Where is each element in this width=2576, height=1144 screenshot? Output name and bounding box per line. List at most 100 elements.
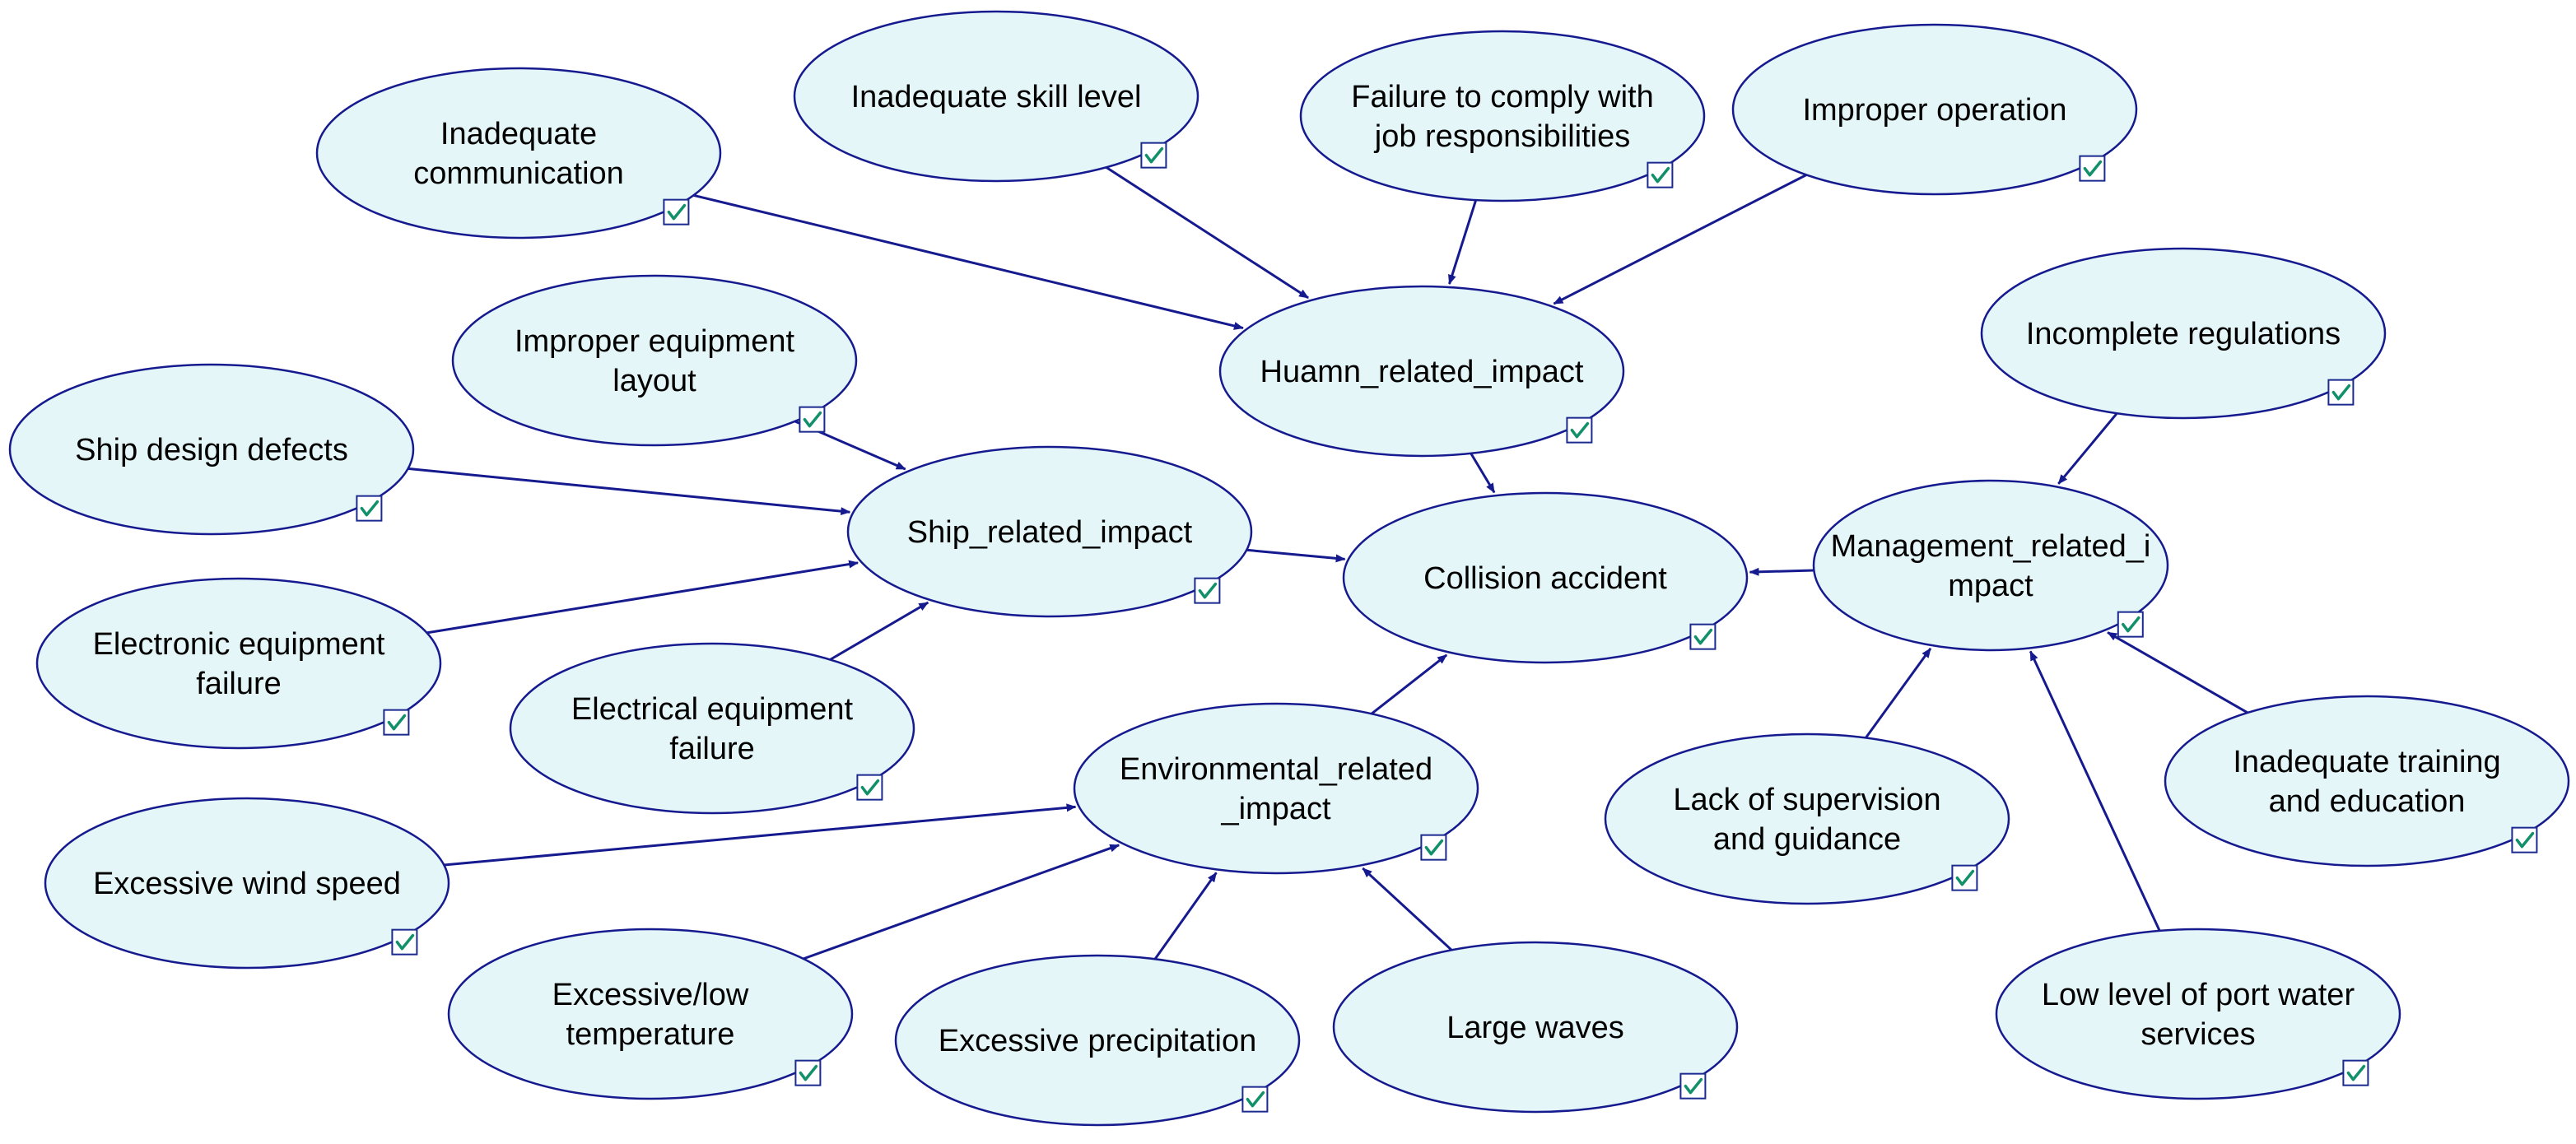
- node-temperature[interactable]: Excessive/low temperature: [447, 928, 854, 1100]
- node-label-line: Large waves: [1446, 1011, 1623, 1045]
- edge-waves-to-environmental: [1362, 867, 1453, 951]
- edge-lack_supervision-to-management: [1865, 648, 1932, 739]
- edge-skill-to-human: [1105, 166, 1309, 300]
- checkbox-checked-icon[interactable]: [2327, 379, 2355, 406]
- node-ellipse: [2164, 695, 2570, 867]
- node-waves[interactable]: Large waves: [1332, 941, 1739, 1114]
- node-ellipse: [44, 797, 450, 970]
- node-ellipse: [894, 954, 1301, 1127]
- checkbox-checked-icon[interactable]: [2511, 826, 2538, 853]
- edge-port_water-to-management: [2029, 650, 2161, 932]
- node-label-line: Electrical equipment: [571, 692, 854, 727]
- node-label-line: Inadequate: [440, 117, 597, 151]
- node-ellipse: [1342, 491, 1749, 664]
- edge-improper_op-to-human: [1553, 174, 1807, 305]
- node-label-line: job responsibilities: [1374, 119, 1631, 154]
- checkbox-checked-icon[interactable]: [2342, 1059, 2369, 1086]
- node-label-line: and guidance: [1713, 822, 1901, 857]
- edge-human-to-collision: [1470, 453, 1496, 494]
- checkbox-checked-icon[interactable]: [1689, 623, 1717, 650]
- edge-precipitation-to-environmental: [1153, 872, 1218, 960]
- node-label-line: and education: [2269, 784, 2466, 819]
- node-ellipse: [1218, 285, 1625, 458]
- checkbox-checked-icon[interactable]: [356, 495, 383, 522]
- node-label-line: Environmental_related: [1120, 752, 1432, 787]
- edge-incomplete_reg-to-management: [2057, 412, 2118, 485]
- node-label-line: Excessive/low: [552, 978, 749, 1012]
- checkbox-checked-icon[interactable]: [391, 928, 418, 956]
- node-label-line: mpact: [1948, 569, 2033, 603]
- node-label-line: Huamn_related_impact: [1260, 355, 1584, 389]
- node-label-line: Excessive precipitation: [939, 1024, 1257, 1058]
- edge-electronic-to-ship: [426, 560, 859, 635]
- checkbox-checked-icon[interactable]: [1647, 161, 1674, 188]
- node-ship[interactable]: Ship_related_impact: [846, 445, 1253, 618]
- node-label-line: Collision accident: [1423, 561, 1667, 596]
- node-ellipse: [35, 577, 442, 750]
- edge-ship-to-collision: [1246, 548, 1346, 563]
- node-ellipse: [846, 445, 1253, 618]
- edge-environmental-to-collision: [1370, 653, 1448, 715]
- checkbox-checked-icon[interactable]: [1951, 864, 1978, 891]
- node-label-line: Lack of supervision: [1673, 783, 1940, 817]
- edge-electrical-to-ship: [829, 601, 929, 661]
- edge-inadequate_comm-to-human: [693, 193, 1244, 330]
- edge-wind-to-environmental: [444, 803, 1077, 867]
- checkbox-checked-icon[interactable]: [663, 198, 690, 226]
- node-precipitation[interactable]: Excessive precipitation: [894, 954, 1301, 1127]
- node-port-water[interactable]: Low level of port water services: [1995, 928, 2401, 1100]
- nodes-layer: Inadequate communication Inadequate skill …: [8, 10, 2570, 1127]
- node-label-line: temperature: [566, 1017, 735, 1052]
- node-skill[interactable]: Inadequate skill level: [793, 10, 1199, 183]
- node-ellipse: [1604, 732, 2010, 905]
- node-ellipse: [1731, 23, 2138, 196]
- checkbox-checked-icon[interactable]: [1241, 1086, 1269, 1113]
- node-ellipse: [1980, 247, 2387, 420]
- checkbox-checked-icon[interactable]: [799, 406, 826, 433]
- node-ellipse: [8, 363, 415, 536]
- node-label-line: Improper equipment: [515, 324, 795, 359]
- node-ship-design[interactable]: Ship design defects: [8, 363, 415, 536]
- node-label-line: layout: [613, 364, 696, 398]
- checkbox-checked-icon[interactable]: [1420, 834, 1447, 861]
- node-management[interactable]: Management_related_impact: [1812, 479, 2169, 652]
- node-label-line: services: [2140, 1017, 2255, 1052]
- edge-management-to-collision: [1749, 567, 1814, 576]
- node-improper-op[interactable]: Improper operation: [1731, 23, 2138, 196]
- node-label-line: Ship design defects: [75, 433, 348, 467]
- node-wind[interactable]: Excessive wind speed: [44, 797, 450, 970]
- edge-temperature-to-environmental: [803, 844, 1120, 960]
- node-environmental[interactable]: Environmental_related_impact: [1073, 702, 1479, 875]
- node-lack-supervision[interactable]: Lack of supervision and guidance: [1604, 732, 2010, 905]
- checkbox-checked-icon[interactable]: [1679, 1072, 1707, 1100]
- node-label-line: Improper operation: [1802, 93, 2066, 128]
- checkbox-checked-icon[interactable]: [2079, 155, 2106, 182]
- checkbox-checked-icon[interactable]: [1566, 416, 1593, 444]
- node-human[interactable]: Huamn_related_impact: [1218, 285, 1625, 458]
- node-ellipse: [1073, 702, 1479, 875]
- node-label-line: communication: [413, 156, 624, 191]
- edge-inadequate_training-to-management: [2107, 631, 2248, 714]
- checkbox-checked-icon[interactable]: [1140, 142, 1167, 169]
- checkbox-checked-icon[interactable]: [2117, 611, 2144, 638]
- node-ellipse: [1299, 30, 1706, 202]
- node-ellipse: [1332, 941, 1739, 1114]
- checkbox-checked-icon[interactable]: [794, 1059, 822, 1086]
- node-ellipse: [1812, 479, 2169, 652]
- node-collision[interactable]: Collision accident: [1342, 491, 1749, 664]
- node-inadequate-comm[interactable]: Inadequate communication: [315, 67, 722, 239]
- checkbox-checked-icon[interactable]: [856, 774, 883, 801]
- checkbox-checked-icon[interactable]: [1194, 577, 1221, 604]
- checkbox-checked-icon[interactable]: [383, 709, 410, 736]
- node-label-line: Inadequate skill level: [851, 80, 1142, 114]
- edge-ship_design-to-ship: [408, 467, 851, 516]
- node-incomplete-reg[interactable]: Incomplete regulations: [1980, 247, 2387, 420]
- node-label-line: Low level of port water: [2042, 978, 2355, 1012]
- node-improper-layout[interactable]: Improper equipment layout: [451, 274, 858, 447]
- node-label-line: Excessive wind speed: [93, 867, 401, 901]
